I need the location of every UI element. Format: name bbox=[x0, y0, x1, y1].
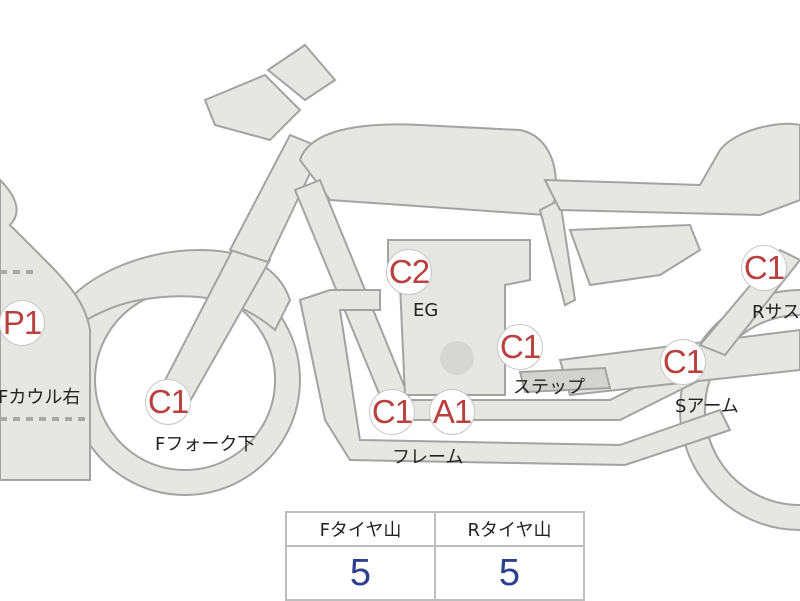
part-label-f-cowl: Fカウル右 bbox=[0, 387, 81, 408]
part-label-f-fork: Fフォーク下 bbox=[155, 434, 256, 455]
part-label-rear-shock: Rサス bbox=[752, 302, 800, 323]
part-label-step: ステップ bbox=[513, 377, 585, 398]
damage-marker-f-cowl: P1 bbox=[0, 300, 45, 346]
damage-marker-frame-a1: A1 bbox=[429, 389, 475, 435]
part-label-frame: フレーム bbox=[392, 447, 464, 468]
damage-marker-step: C1 bbox=[497, 324, 543, 370]
damage-marker-f-fork: C1 bbox=[145, 379, 191, 425]
fuel-tank bbox=[298, 123, 557, 217]
front-tire-value: 5 bbox=[285, 545, 436, 601]
damage-marker-swing-arm: C1 bbox=[660, 339, 706, 385]
frame-lower bbox=[298, 289, 732, 467]
step bbox=[518, 366, 612, 394]
frame-rear bbox=[538, 198, 577, 307]
damage-marker-engine: C2 bbox=[386, 249, 432, 295]
part-label-engine: EG bbox=[413, 300, 439, 321]
front-tire-header: Fタイヤ山 bbox=[285, 511, 436, 547]
front-cowl bbox=[0, 178, 91, 481]
seat bbox=[543, 122, 800, 217]
tire-tread-table: Fタイヤ山 Rタイヤ山 5 5 bbox=[285, 511, 585, 601]
damage-marker-frame-c1: C1 bbox=[369, 389, 415, 435]
rear-tire-value: 5 bbox=[434, 545, 585, 601]
meter bbox=[266, 43, 337, 102]
headlight bbox=[203, 73, 302, 142]
damage-marker-rear-shock: C1 bbox=[741, 245, 787, 291]
side-cover bbox=[568, 223, 702, 287]
rear-tire-header: Rタイヤ山 bbox=[434, 511, 585, 547]
part-label-swing-arm: Sアーム bbox=[675, 396, 739, 417]
